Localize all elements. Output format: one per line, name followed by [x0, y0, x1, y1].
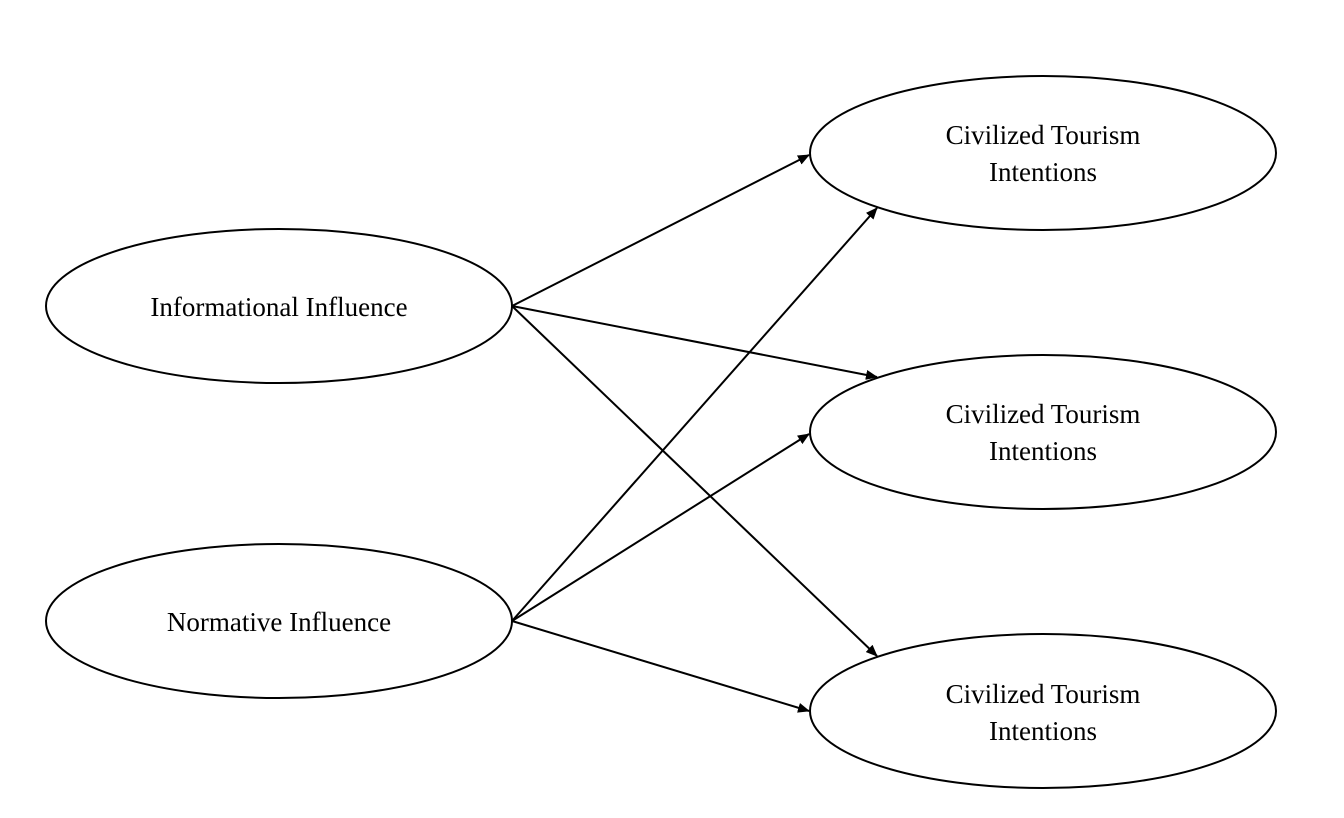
edge-normative-to-outcome-bottom: [511, 620, 810, 713]
ellipse-informational-influence: [45, 228, 513, 384]
label-outcome-top-line-1: Civilized Tourism: [946, 120, 1141, 150]
ellipse-outcome-top: [809, 75, 1277, 231]
label-outcome-bottom-line-1: Civilized Tourism: [946, 679, 1141, 709]
edge-informational-to-outcome-top: [511, 154, 810, 307]
node-informational-influence: Informational Influence: [45, 228, 513, 384]
node-outcome-middle: Civilized Tourism Intentions: [809, 354, 1277, 510]
node-outcome-top: Civilized Tourism Intentions: [809, 75, 1277, 231]
label-normative-influence: Normative Influence: [167, 607, 391, 637]
label-informational-influence: Informational Influence: [150, 292, 407, 322]
node-outcome-bottom: Civilized Tourism Intentions: [809, 633, 1277, 789]
label-outcome-bottom-line-2: Intentions: [989, 716, 1097, 746]
edge-normative-to-outcome-top: [511, 207, 878, 622]
label-outcome-top-line-2: Intentions: [989, 157, 1097, 187]
node-normative-influence: Normative Influence: [45, 543, 513, 699]
ellipse-outcome-bottom: [809, 633, 1277, 789]
edge-normative-to-outcome-middle: [511, 433, 810, 622]
label-outcome-middle-line-1: Civilized Tourism: [946, 399, 1141, 429]
ellipse-normative-influence: [45, 543, 513, 699]
label-outcome-middle-line-2: Intentions: [989, 436, 1097, 466]
edge-informational-to-outcome-middle: [511, 305, 878, 380]
edge-informational-to-outcome-bottom: [511, 305, 878, 657]
edges: [511, 154, 878, 713]
ellipse-outcome-middle: [809, 354, 1277, 510]
